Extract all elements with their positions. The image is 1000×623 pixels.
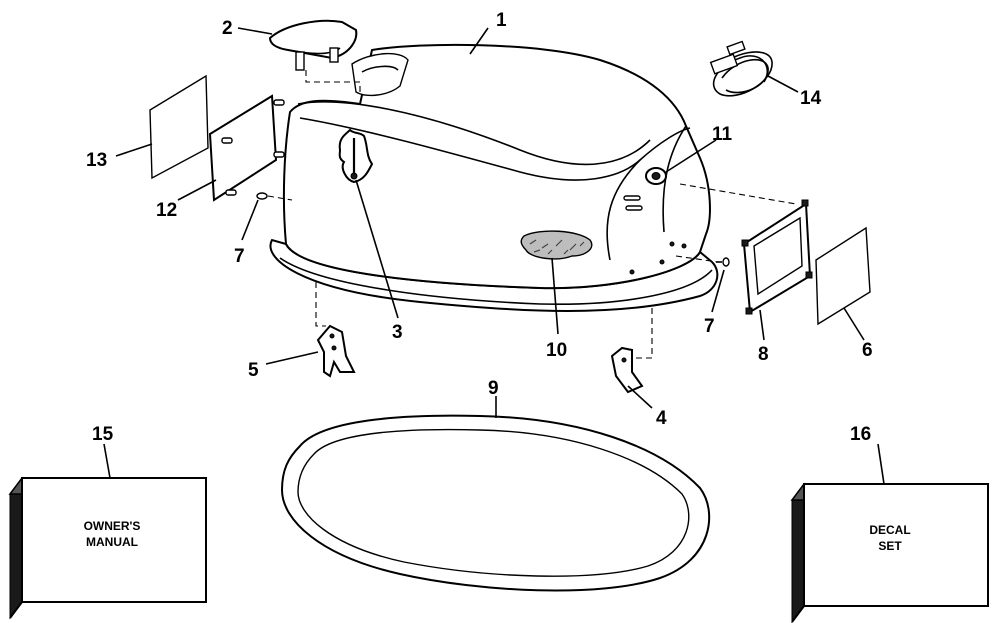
callout-6: 6 bbox=[862, 340, 873, 361]
cable-assembly bbox=[709, 40, 773, 97]
owners-manual-line1: OWNER'S bbox=[84, 519, 141, 533]
leader-lines bbox=[103, 27, 885, 485]
screw-left bbox=[256, 192, 293, 201]
gasket-seal bbox=[280, 414, 711, 592]
decal-right bbox=[815, 226, 871, 326]
decal-set-line2: SET bbox=[878, 539, 902, 553]
callout-5: 5 bbox=[248, 360, 259, 381]
bracket-plate-left bbox=[208, 94, 285, 202]
callout-14: 14 bbox=[800, 88, 822, 109]
callout-8: 8 bbox=[758, 344, 769, 365]
callout-4: 4 bbox=[656, 408, 667, 429]
callout-7-right: 7 bbox=[704, 316, 715, 337]
intake-cap bbox=[268, 19, 361, 92]
decal-set-line1: DECAL bbox=[869, 523, 910, 537]
callout-15: 15 bbox=[92, 424, 114, 445]
bracket-right bbox=[610, 308, 653, 394]
callout-13: 13 bbox=[86, 150, 107, 171]
callout-3: 3 bbox=[392, 322, 403, 343]
bracket-left bbox=[315, 282, 356, 378]
owners-manual-box: OWNER'S MANUAL bbox=[8, 476, 208, 620]
callout-7-left: 7 bbox=[234, 246, 245, 267]
pad bbox=[520, 230, 593, 260]
screw-right bbox=[675, 255, 730, 267]
callout-12: 12 bbox=[156, 200, 177, 221]
callout-2: 2 bbox=[222, 18, 233, 39]
callout-9: 9 bbox=[488, 378, 499, 399]
callout-labels: 1 2 3 4 5 6 7 7 8 9 10 11 12 13 14 15 16 bbox=[86, 10, 873, 445]
callout-11: 11 bbox=[712, 124, 733, 145]
frame-right bbox=[741, 199, 813, 315]
engine-cover bbox=[269, 43, 719, 312]
latch bbox=[338, 128, 374, 184]
owners-manual-line2: MANUAL bbox=[86, 535, 138, 549]
decal-left bbox=[149, 74, 209, 180]
callout-16: 16 bbox=[850, 424, 871, 445]
grommet bbox=[645, 167, 797, 205]
callout-1: 1 bbox=[496, 10, 507, 31]
callout-10: 10 bbox=[546, 340, 567, 361]
decal-set-box: DECAL SET bbox=[790, 482, 990, 623]
